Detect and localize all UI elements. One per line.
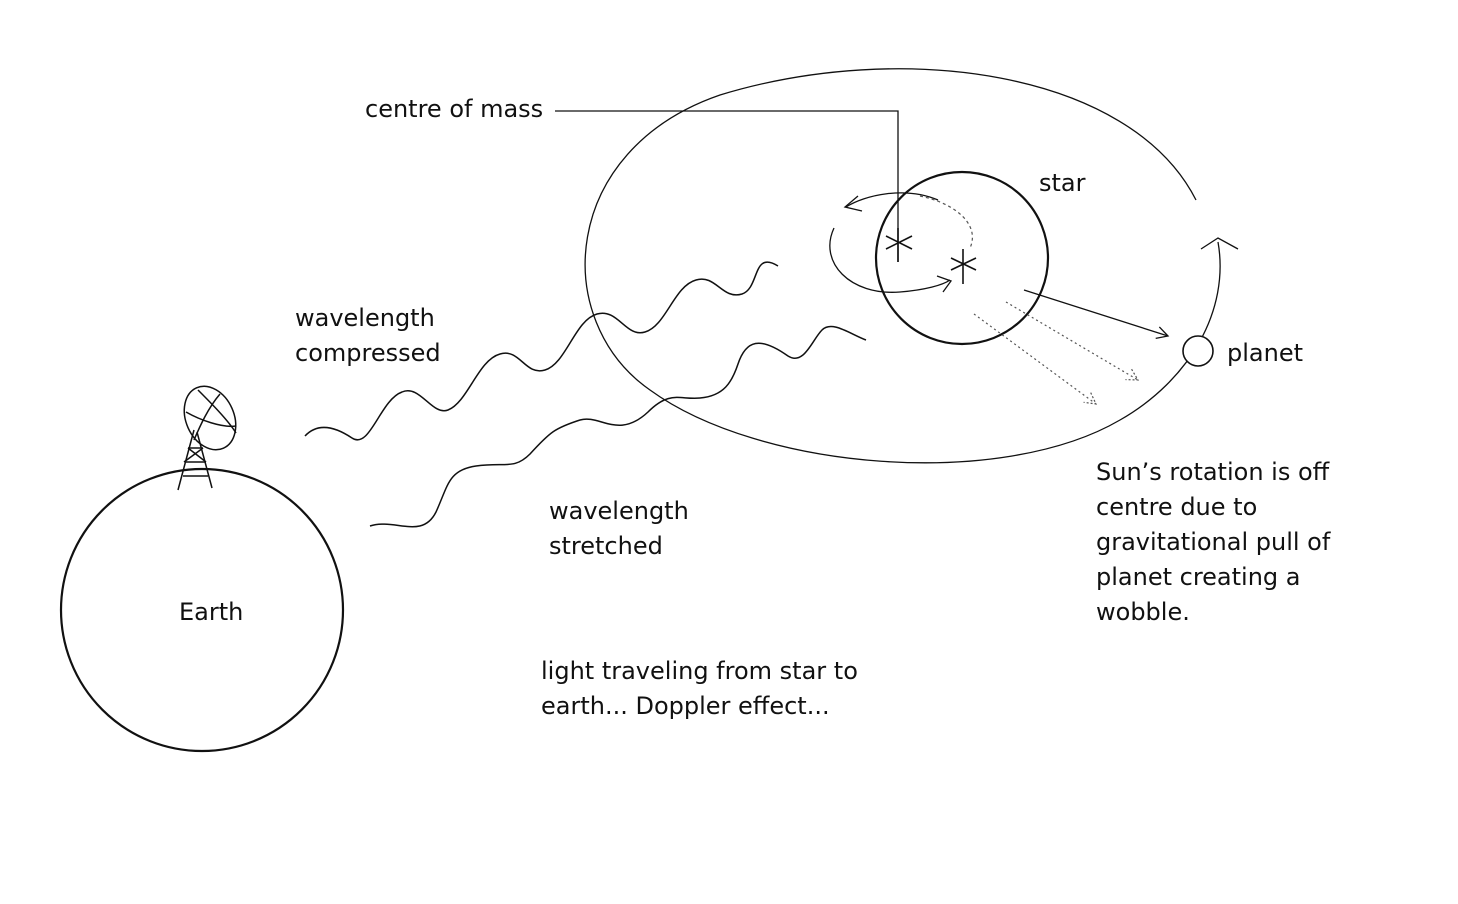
label-doppler-note: light traveling from star to earth... Do… [541,657,858,720]
orbit-arrowhead [1200,237,1239,250]
label-centre-of-mass: centre of mass [365,95,544,123]
satellite-dish-icon [177,385,237,491]
wobble-rotation-lower-arc [829,227,951,293]
wobble-rotation-arrowhead-top [843,195,863,212]
pull-arrow [1023,289,1170,340]
label-earth: Earth [179,598,244,626]
earth-circle [59,467,345,753]
label-star: star [1039,169,1086,197]
label-wavelength-stretched: wavelength stretched [549,497,689,560]
dotted-shift-arc [919,195,973,249]
planet-circle [1182,335,1214,367]
wobble-rotation-arrowhead-bottom [936,275,953,293]
label-planet: planet [1227,339,1303,367]
wave-compressed [304,261,779,441]
star-circle [874,170,1050,346]
label-wobble-note: Sun’s rotation is off centre due to grav… [1096,458,1331,626]
label-wavelength-compressed: wavelength compressed [295,304,441,367]
star-centre-marker [950,249,977,284]
dotted-arrow-upper [1005,301,1140,381]
wobble-rotation-arc [845,192,939,208]
centre-of-mass-marker [885,228,913,262]
wave-stretched [369,325,867,528]
dotted-arrow-lower [973,313,1098,405]
centre-of-mass-leader [555,110,899,262]
orbit-path [584,68,1221,464]
